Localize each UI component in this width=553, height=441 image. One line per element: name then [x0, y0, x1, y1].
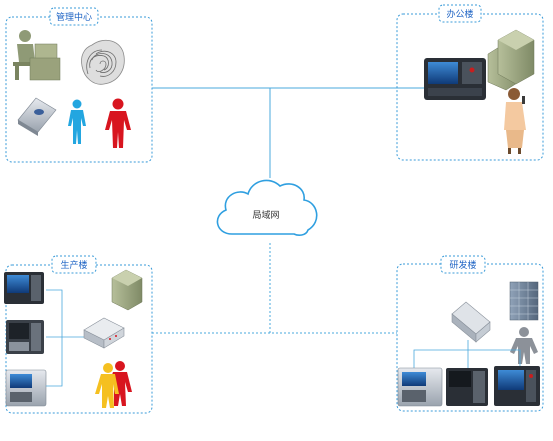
site-frame [5, 16, 153, 163]
attendance-terminal-icon [4, 272, 44, 304]
site-bottom-right: 研发楼 [396, 255, 544, 412]
site-top-right: 办公楼 [396, 4, 544, 161]
network-switch-icon [451, 301, 491, 343]
site-frame [396, 13, 544, 161]
site-title: 研发楼 [449, 259, 476, 271]
attendance-terminal-icon [494, 366, 540, 406]
site-title-box [438, 4, 482, 23]
site-top-left: 管理中心 [5, 7, 153, 163]
network-links [152, 87, 424, 334]
attendance-terminal-icon [446, 368, 488, 406]
terminal-links [413, 340, 521, 368]
tower-building-icon [509, 281, 539, 321]
person-red-icon [105, 98, 131, 148]
site-title: 办公楼 [446, 8, 473, 20]
person-yellow-icon [95, 363, 119, 408]
fingerprint-icon [81, 39, 125, 85]
terminal-links [46, 289, 84, 387]
lan-cloud: 局域网 [216, 179, 318, 236]
person-blue-icon [68, 99, 86, 144]
attendance-terminal-icon [397, 367, 443, 407]
attendance-terminal-icon [424, 58, 486, 100]
admin-workstation-icon [13, 30, 61, 81]
site-bottom-left: 生产楼 [5, 255, 153, 414]
site-title: 生产楼 [60, 259, 87, 271]
site-title: 管理中心 [56, 11, 92, 23]
building-icon [487, 29, 535, 91]
network-switch-icon [83, 317, 125, 349]
presenter-icon [504, 88, 526, 154]
cloud-icon [216, 179, 318, 236]
card-reader-icon [17, 97, 57, 136]
worker-icon [510, 327, 538, 364]
site-title-box [440, 255, 486, 274]
attendance-terminal-icon [5, 369, 47, 407]
site-title-box [49, 7, 99, 26]
building-icon [111, 269, 143, 311]
site-title-box [51, 255, 97, 274]
attendance-terminal-icon [6, 320, 44, 354]
cloud-label: 局域网 [252, 209, 279, 221]
